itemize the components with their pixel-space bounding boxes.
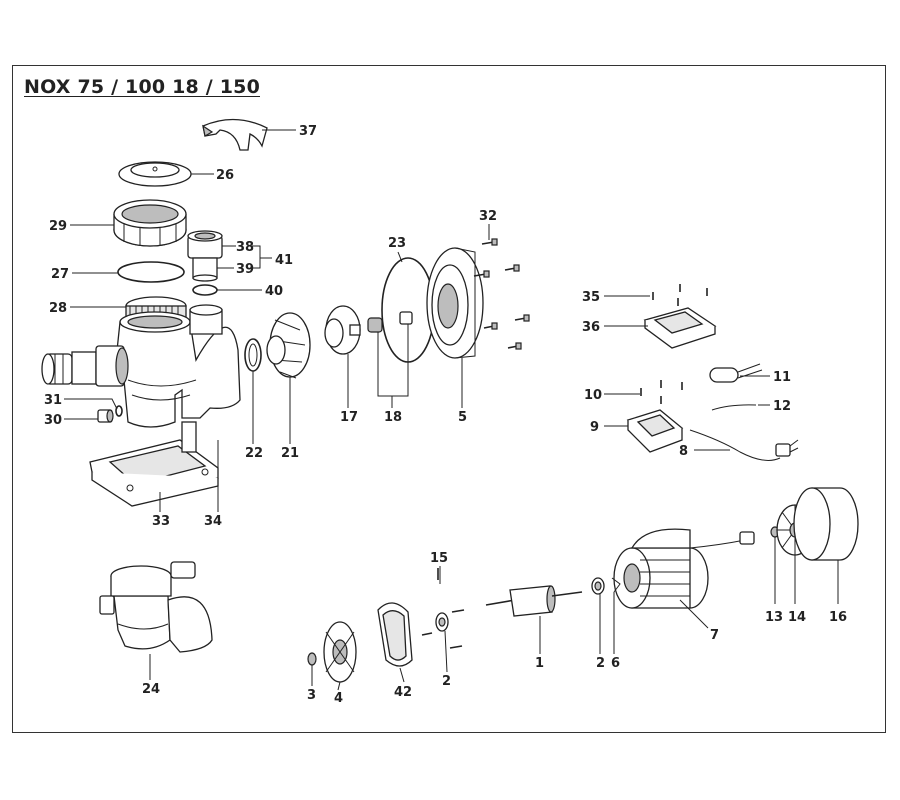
label-8: 8 [679, 444, 688, 459]
label-34: 34 [204, 514, 222, 529]
part-42-gasket [377, 602, 413, 667]
label-35: 35 [582, 290, 600, 305]
part-9-10-terminal-box [626, 380, 684, 453]
label-26: 26 [216, 168, 234, 183]
label-11: 11 [773, 370, 791, 385]
label-9: 9 [590, 420, 599, 435]
part-8-power-cable [689, 429, 799, 461]
label-37: 37 [299, 124, 317, 139]
label-21: 21 [281, 446, 299, 461]
part-18-mechanical-seal [367, 311, 413, 333]
part-37-clamp [202, 118, 268, 151]
diagram-title: NOX 75 / 100 18 / 150 [24, 76, 260, 98]
part-1-rotor-shaft [485, 585, 583, 617]
label-1: 1 [535, 656, 544, 671]
part-27-o-ring [117, 261, 185, 283]
label-32: 32 [479, 209, 497, 224]
label-39: 39 [236, 262, 254, 277]
part-11-capacitor [709, 363, 763, 383]
label-17: 17 [340, 410, 358, 425]
label-14: 14 [788, 610, 806, 625]
label-5: 5 [458, 410, 467, 425]
leader-lines [64, 129, 839, 691]
label-12: 12 [773, 399, 791, 414]
diagram-frame [12, 65, 886, 733]
part-33-34-base [89, 421, 219, 507]
label-33: 33 [152, 514, 170, 529]
label-2-rear: 2 [596, 656, 605, 671]
part-32-screws [473, 238, 530, 350]
part-38-39-40-union [187, 230, 223, 296]
label-4: 4 [334, 691, 343, 706]
label-18: 18 [384, 410, 402, 425]
label-40: 40 [265, 284, 283, 299]
part-30-31-drain-plug [97, 405, 123, 423]
part-12-wire [711, 404, 757, 411]
part-4-end-flange [323, 621, 357, 683]
label-22: 22 [245, 446, 263, 461]
label-41: 41 [275, 253, 293, 268]
part-15-screws [421, 568, 465, 649]
label-6: 6 [611, 656, 620, 671]
part-21-diffuser [266, 312, 311, 379]
part-22-o-ring [244, 338, 262, 372]
part-6-spring-washer [611, 577, 621, 593]
part-2-bearing-front [435, 612, 449, 632]
label-16: 16 [829, 610, 847, 625]
label-28: 28 [49, 301, 67, 316]
part-24-assembled-pump [99, 561, 213, 653]
label-7: 7 [710, 628, 719, 643]
pump-body [41, 304, 241, 428]
label-36: 36 [582, 320, 600, 335]
part-17-impeller [324, 305, 361, 355]
part-16-fan-cover [793, 487, 859, 561]
label-38: 38 [236, 240, 254, 255]
label-13: 13 [765, 610, 783, 625]
label-31: 31 [44, 393, 62, 408]
label-24: 24 [142, 682, 160, 697]
label-10: 10 [584, 388, 602, 403]
label-30: 30 [44, 413, 62, 428]
part-5-bracket-flange [426, 247, 484, 359]
label-23: 23 [388, 236, 406, 251]
label-15: 15 [430, 551, 448, 566]
part-35-36-terminal-cover [643, 284, 717, 349]
label-2-front: 2 [442, 674, 451, 689]
label-27: 27 [51, 267, 69, 282]
part-29-ring-nut [113, 199, 187, 247]
part-2-bearing-rear [591, 577, 605, 595]
label-3: 3 [307, 688, 316, 703]
label-29: 29 [49, 219, 67, 234]
part-26-cover [118, 161, 192, 187]
part-7-motor [613, 528, 755, 609]
label-42: 42 [394, 685, 412, 700]
part-3-seal [307, 652, 317, 666]
